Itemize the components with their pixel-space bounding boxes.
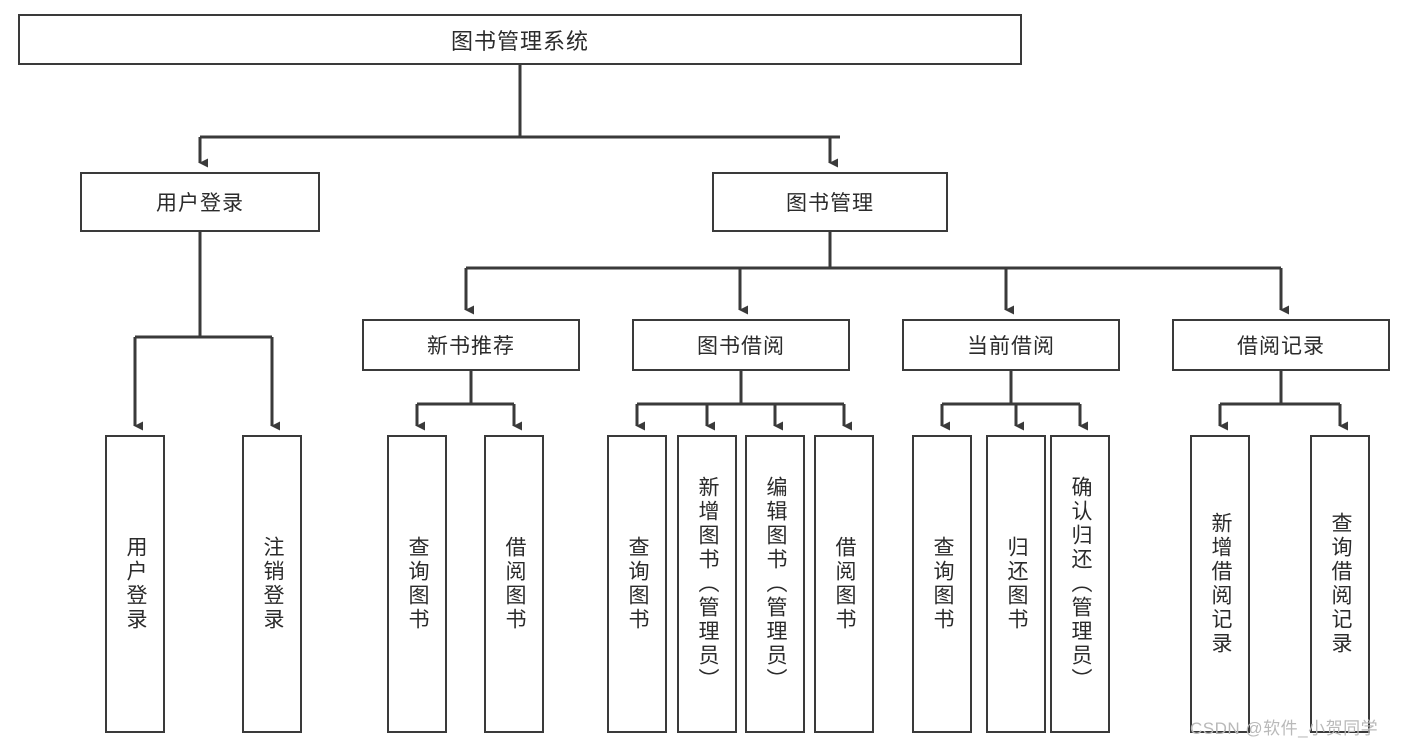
- leaf-borrow-book-2[interactable]: 借阅图书: [814, 435, 874, 733]
- leaf-add-book-label: 新增图书（管理员）: [696, 476, 720, 692]
- leaf-query-book-1-label: 查询图书: [406, 536, 430, 632]
- leaf-return-book[interactable]: 归还图书: [986, 435, 1046, 733]
- node-book-manage[interactable]: 图书管理: [712, 172, 948, 232]
- leaf-user-login-label: 用户登录: [124, 536, 148, 632]
- leaf-add-record[interactable]: 新增借阅记录: [1190, 435, 1250, 733]
- node-user-login[interactable]: 用户登录: [80, 172, 320, 232]
- node-new-book-recommend[interactable]: 新书推荐: [362, 319, 580, 371]
- leaf-user-logout[interactable]: 注销登录: [242, 435, 302, 733]
- leaf-borrow-book-1[interactable]: 借阅图书: [484, 435, 544, 733]
- leaf-query-book-2[interactable]: 查询图书: [607, 435, 667, 733]
- node-book-borrow[interactable]: 图书借阅: [632, 319, 850, 371]
- node-borrow-record-label: 借阅记录: [1237, 335, 1325, 358]
- node-root[interactable]: 图书管理系统: [18, 14, 1022, 65]
- leaf-query-book-3[interactable]: 查询图书: [912, 435, 972, 733]
- watermark: CSDN @软件_小贺同学: [1190, 719, 1379, 738]
- leaf-edit-book[interactable]: 编辑图书（管理员）: [745, 435, 805, 733]
- leaf-add-record-label: 新增借阅记录: [1209, 512, 1233, 656]
- node-borrow-record[interactable]: 借阅记录: [1172, 319, 1390, 371]
- leaf-query-book-2-label: 查询图书: [626, 536, 650, 632]
- node-new-book-recommend-label: 新书推荐: [427, 335, 515, 358]
- node-current-borrow-label: 当前借阅: [967, 335, 1055, 358]
- leaf-query-record[interactable]: 查询借阅记录: [1310, 435, 1370, 733]
- leaf-return-book-label: 归还图书: [1005, 536, 1029, 632]
- leaf-borrow-book-1-label: 借阅图书: [503, 536, 527, 632]
- leaf-add-book[interactable]: 新增图书（管理员）: [677, 435, 737, 733]
- node-current-borrow[interactable]: 当前借阅: [902, 319, 1120, 371]
- leaf-confirm-return-label: 确认归还（管理员）: [1069, 476, 1093, 692]
- leaf-user-login[interactable]: 用户登录: [105, 435, 165, 733]
- node-book-borrow-label: 图书借阅: [697, 335, 785, 358]
- leaf-confirm-return[interactable]: 确认归还（管理员）: [1050, 435, 1110, 733]
- leaf-query-book-1[interactable]: 查询图书: [387, 435, 447, 733]
- leaf-query-record-label: 查询借阅记录: [1329, 512, 1353, 656]
- leaf-edit-book-label: 编辑图书（管理员）: [764, 476, 788, 692]
- node-root-label: 图书管理系统: [450, 28, 589, 54]
- leaf-borrow-book-2-label: 借阅图书: [833, 536, 857, 632]
- leaf-user-logout-label: 注销登录: [261, 536, 285, 632]
- leaf-query-book-3-label: 查询图书: [931, 536, 955, 632]
- node-user-login-label: 用户登录: [156, 192, 244, 215]
- node-book-manage-label: 图书管理: [786, 192, 874, 215]
